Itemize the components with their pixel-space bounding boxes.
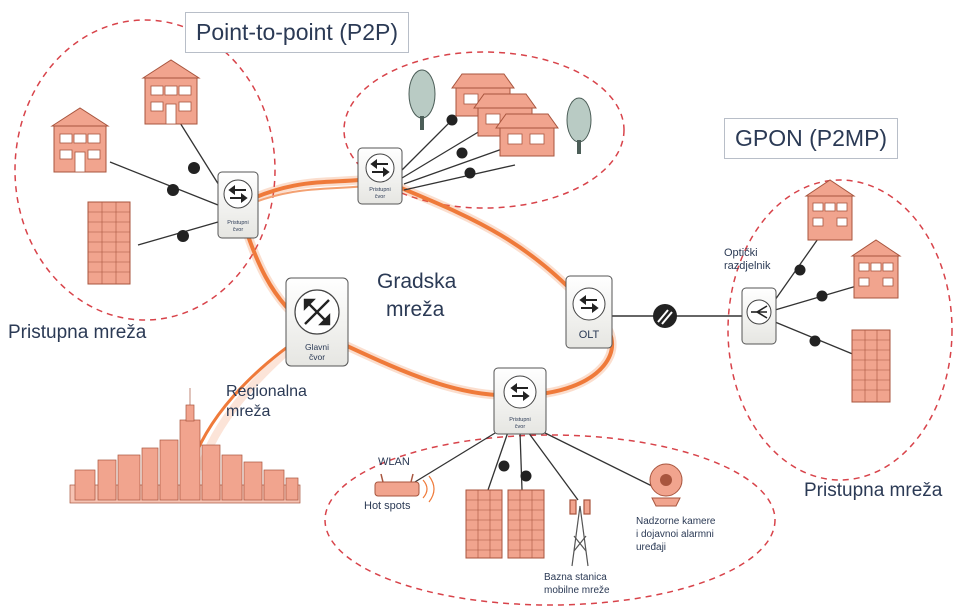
- apartment-building-icon: [804, 179, 856, 241]
- node-label-bottom-line1: Pristupni: [509, 417, 530, 423]
- office-tower-icon: [507, 489, 545, 559]
- hotspots-label: Hot spots: [364, 500, 411, 512]
- glavni-label-line2: čvor: [309, 352, 325, 362]
- top-access-links: [399, 109, 516, 191]
- apartment-building-icon: [850, 239, 902, 299]
- bottom-link-connectors: [498, 460, 532, 482]
- wlan-label: WLAN: [378, 456, 410, 468]
- opticki-razdjelnik-node[interactable]: [741, 287, 777, 345]
- city-skyline-icon: [69, 388, 301, 504]
- region-bottom-access: [324, 434, 776, 606]
- top-link-connectors: [446, 114, 476, 179]
- gradska-label-line2: mreža: [386, 298, 445, 321]
- region-top-p2p: [343, 51, 625, 209]
- tree-icon: [408, 69, 436, 130]
- office-tower-icon: [851, 329, 891, 403]
- pristupni-cvor-top[interactable]: Pristupni čvor: [357, 147, 403, 205]
- right-link-connectors: [794, 264, 828, 347]
- node-label-left-line2: čvor: [233, 227, 244, 233]
- house-icon: [495, 113, 559, 157]
- olt-node[interactable]: OLT: [565, 275, 613, 349]
- surveillance-camera-icon: [649, 463, 683, 507]
- node-label-bottom-line2: čvor: [515, 424, 526, 430]
- node-label-left-line1: Pristupni: [227, 220, 248, 226]
- region-right-gpon: [727, 179, 953, 481]
- gpon-title: GPON (P2MP): [724, 118, 899, 159]
- pristupni-cvor-left[interactable]: Pristupni čvor: [217, 171, 259, 239]
- glavni-label-line1: Glavni: [305, 342, 329, 352]
- opticki-label-line2: razdjelnik: [724, 260, 771, 272]
- p2p-title: Point-to-point (P2P): [185, 12, 409, 53]
- pristupni-cvor-bottom[interactable]: Pristupni čvor: [493, 367, 547, 435]
- apartment-building-icon: [141, 59, 201, 125]
- office-tower-icon: [87, 201, 131, 285]
- nadzorne-label-line1: Nadzorne kamere: [636, 516, 716, 527]
- wlan-router-icon: [374, 473, 435, 503]
- nadzorne-label-line2: i dojavnoi alarmni: [636, 529, 714, 540]
- regionalna-label-line2: mreža: [226, 403, 271, 420]
- left-link-connectors: [167, 162, 200, 242]
- glavni-cvor[interactable]: Glavni čvor: [285, 277, 349, 367]
- node-label-top-line2: čvor: [375, 194, 386, 200]
- bottom-access-links: [409, 427, 661, 501]
- node-label-top-line1: Pristupni: [369, 187, 390, 193]
- pristupna-left-label: Pristupna mreža: [8, 322, 147, 343]
- nadzorne-label-line3: uređaji: [636, 542, 667, 553]
- apartment-building-icon: [50, 107, 110, 173]
- bazna-label-line2: mobilne mreže: [544, 585, 610, 596]
- region-left-access: [14, 19, 276, 321]
- tree-icon: [566, 97, 592, 154]
- opticki-label-line1: Optički: [724, 247, 758, 259]
- office-tower-icon: [465, 489, 503, 559]
- pristupna-right-label: Pristupna mreža: [804, 480, 943, 501]
- regionalna-label-line1: Regionalna: [226, 383, 307, 400]
- cell-tower-icon: [569, 499, 591, 567]
- olt-label: OLT: [579, 329, 600, 341]
- bazna-label-line1: Bazna stanica: [544, 572, 607, 583]
- gradska-label-line1: Gradska: [377, 270, 457, 293]
- fiber-connector-icon: [653, 304, 677, 328]
